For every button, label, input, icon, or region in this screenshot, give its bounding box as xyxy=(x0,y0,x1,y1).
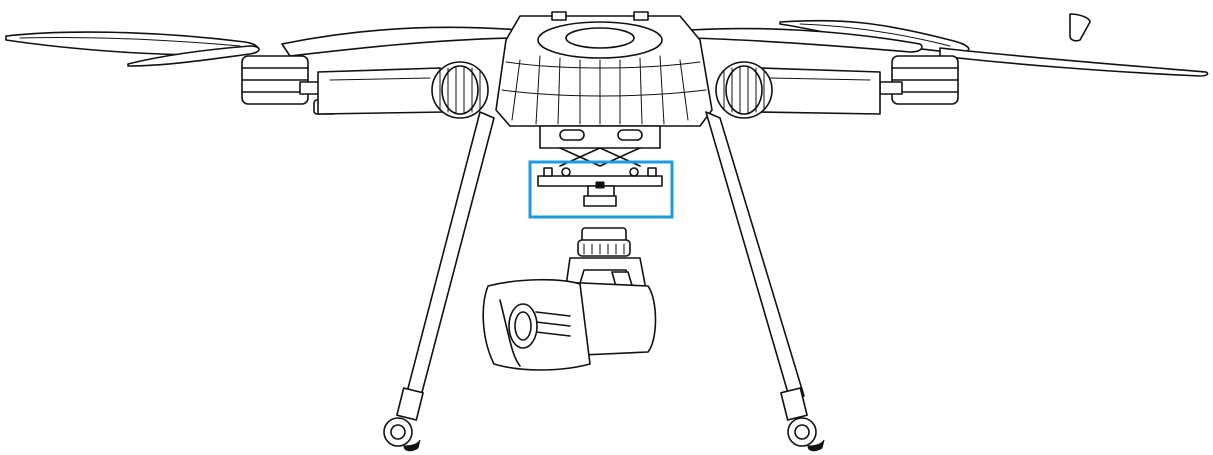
propeller-center-left xyxy=(281,26,523,57)
gimbal-quick-release xyxy=(577,227,631,257)
propeller-left xyxy=(5,31,260,67)
arm-right xyxy=(715,61,881,119)
motor-left xyxy=(241,55,337,115)
arm-left xyxy=(317,61,489,119)
landing-leg-left xyxy=(383,111,495,452)
highlight-box xyxy=(528,160,674,219)
camera-lens xyxy=(508,303,538,349)
motor-right xyxy=(879,55,959,105)
landing-leg-right xyxy=(705,111,825,452)
damping-plate-assembly xyxy=(537,167,663,207)
upper-mount-plate xyxy=(539,125,661,167)
propeller-center-right xyxy=(689,27,923,53)
fuselage xyxy=(495,11,713,127)
